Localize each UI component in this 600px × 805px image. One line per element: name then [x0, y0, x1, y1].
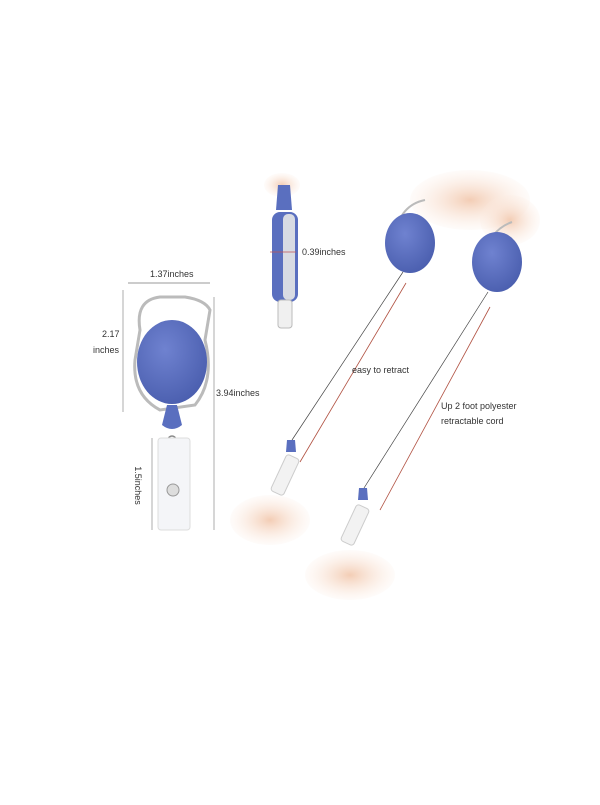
reel-tail — [162, 405, 182, 429]
cord-label-line1: Up 2 foot polyester — [441, 401, 517, 411]
total-length-label: 3.94inches — [216, 388, 260, 398]
reel-body — [137, 320, 207, 404]
height-label-unit: inches — [93, 345, 120, 355]
extended-reel-2 — [340, 221, 522, 546]
side-view-reel — [264, 173, 300, 329]
carabiner — [133, 295, 212, 412]
hand-bottom-left — [230, 495, 310, 545]
clip-length-label: 1.5inches — [132, 466, 143, 505]
front-view-reel — [122, 282, 215, 531]
extended-reel-1 — [270, 199, 435, 496]
height-label-value: 2.17 — [102, 329, 120, 339]
thickness-label: 0.39inches — [302, 247, 346, 257]
retract-label: easy to retract — [352, 365, 410, 375]
width-label: 1.37inches — [150, 269, 194, 279]
cord-label-line2: retractable cord — [441, 416, 504, 426]
snap-button — [166, 483, 180, 497]
hand-bottom-right — [305, 550, 395, 600]
